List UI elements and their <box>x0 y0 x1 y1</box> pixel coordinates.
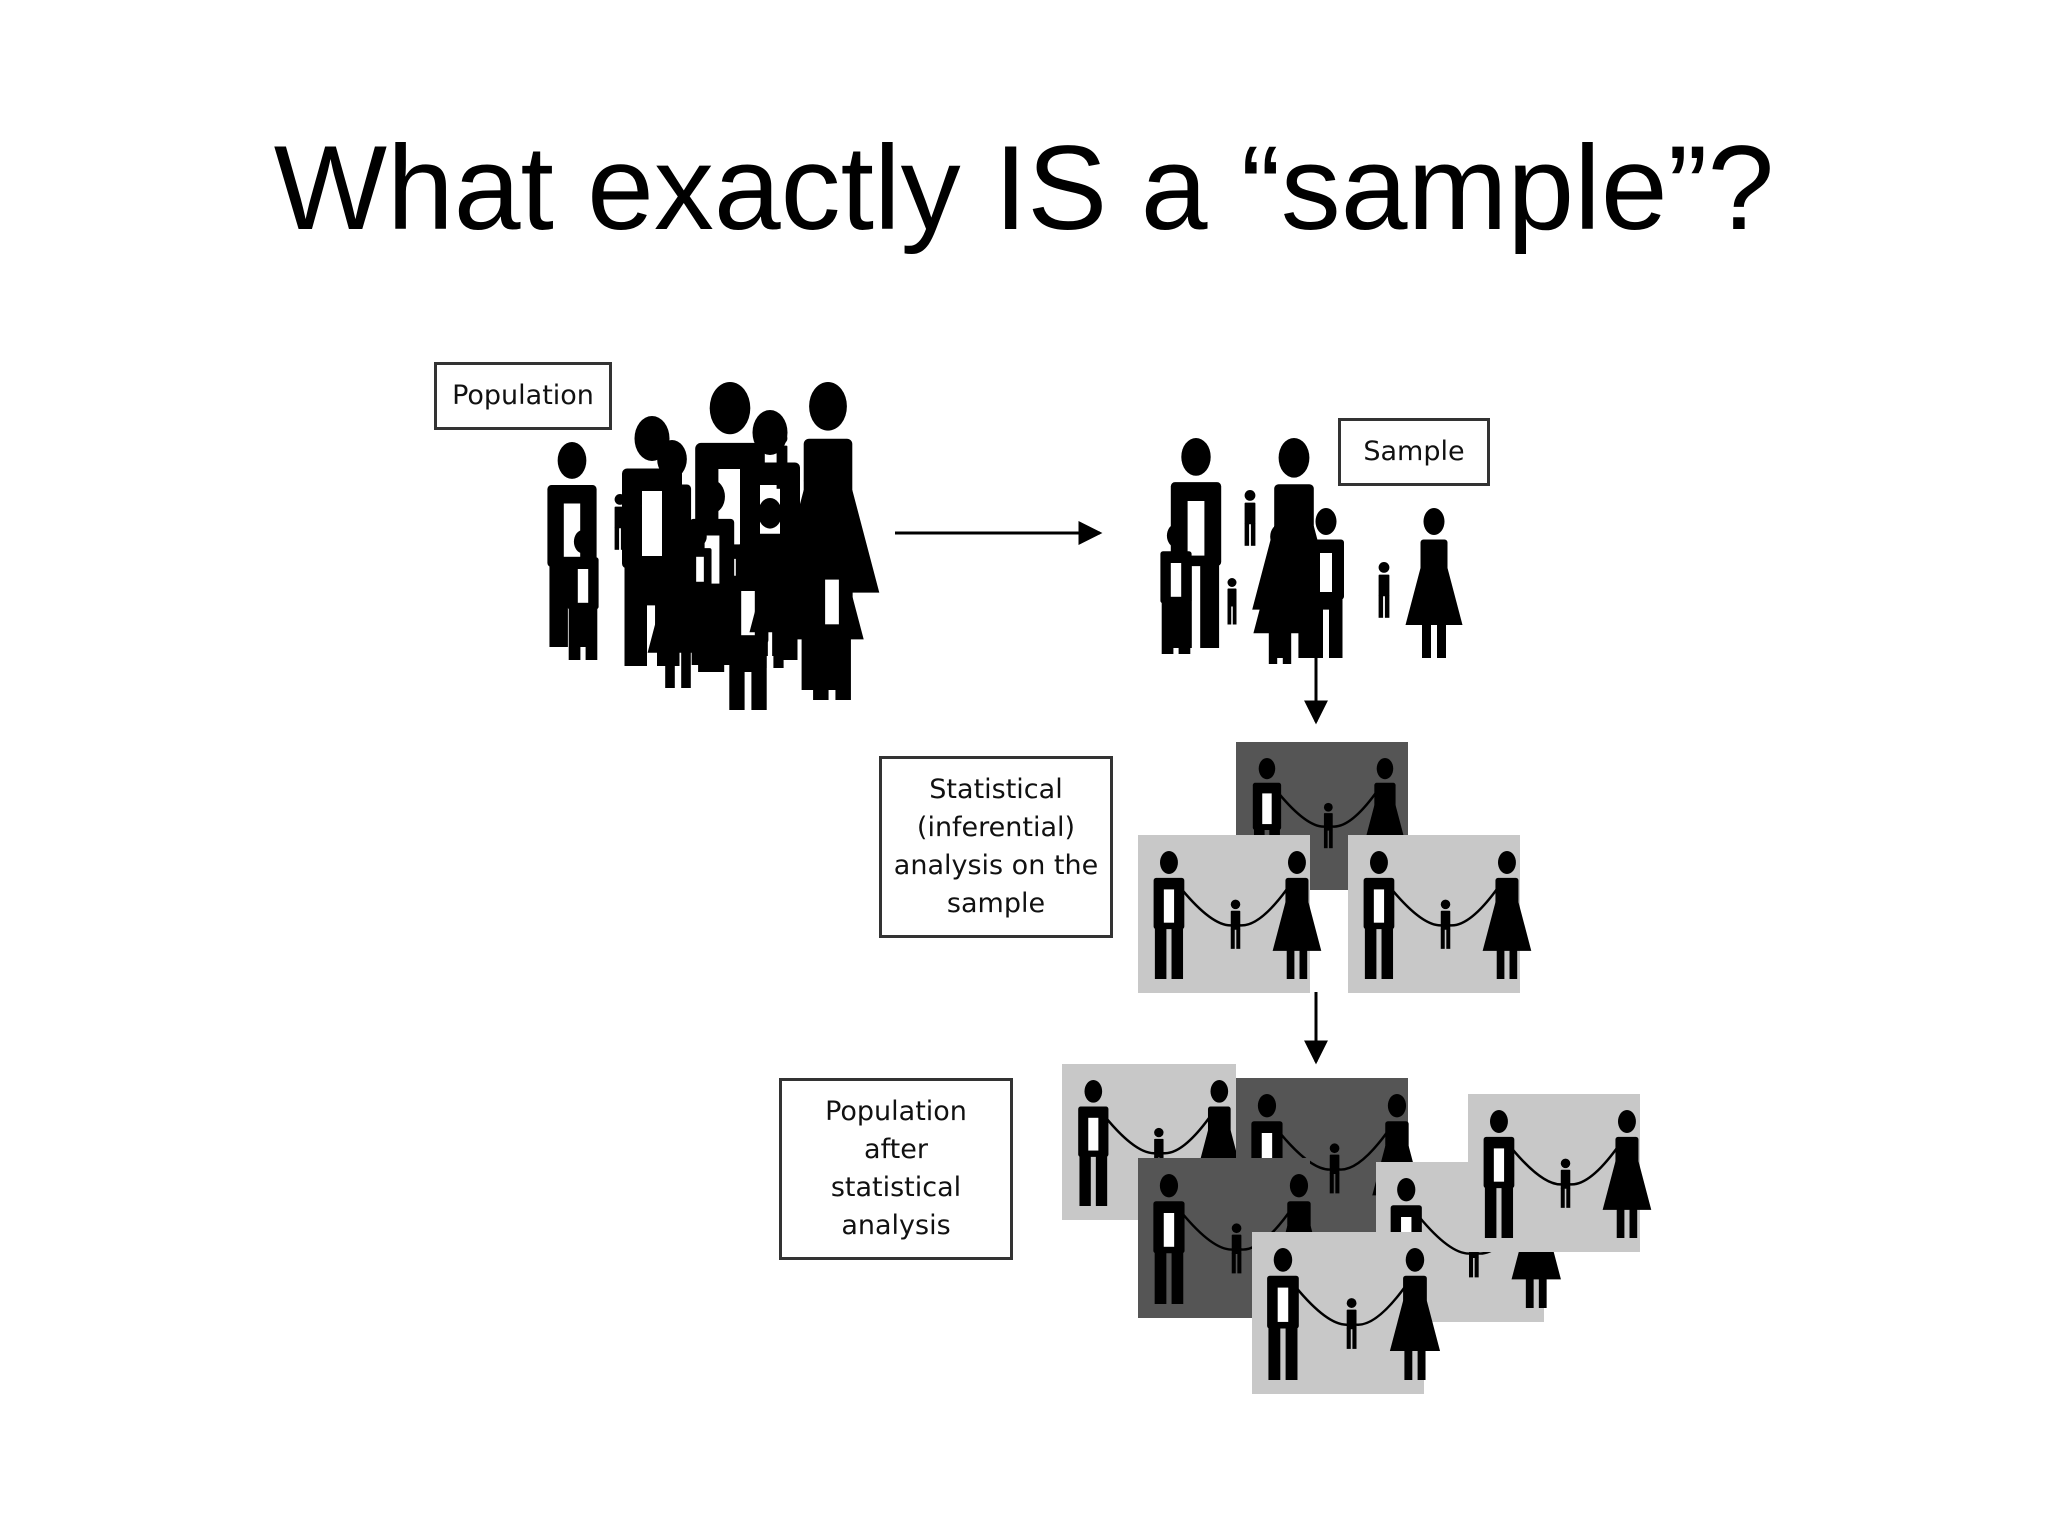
child-icon <box>776 433 788 489</box>
child-icon <box>1329 1143 1340 1194</box>
population-label: Population <box>434 362 612 430</box>
man-icon <box>567 530 599 660</box>
people-figures <box>547 382 1463 710</box>
population-after-label: Population after statistical analysis <box>779 1078 1013 1260</box>
child-icon <box>1440 899 1451 949</box>
child-icon <box>614 494 626 550</box>
child-icon <box>791 594 801 639</box>
man-icon <box>1160 524 1192 654</box>
child-icon <box>1244 490 1256 546</box>
woman-icon <box>1602 1110 1652 1238</box>
family-group <box>1267 1248 1441 1380</box>
man-icon <box>1078 1080 1109 1206</box>
man-icon <box>1483 1110 1515 1238</box>
child-icon <box>1346 1298 1357 1349</box>
man-icon <box>688 528 712 624</box>
slide-title: What exactly IS a “sample”? <box>273 121 1775 255</box>
child-icon <box>634 574 646 630</box>
child-icon <box>1560 1158 1571 1208</box>
analysis-label: Statistical (inferential) analysis on th… <box>879 756 1113 938</box>
woman-icon <box>1272 851 1322 979</box>
family-group <box>1153 851 1322 979</box>
man-icon <box>1363 851 1395 979</box>
family-panels <box>1062 742 1652 1394</box>
woman-icon <box>1389 1248 1441 1380</box>
man-icon <box>1267 1248 1299 1380</box>
family-panel <box>1252 1232 1441 1394</box>
woman-icon <box>1405 508 1463 658</box>
child-icon <box>1227 578 1237 625</box>
family-group <box>1363 851 1532 979</box>
woman-icon <box>749 548 791 656</box>
family-group <box>1483 1110 1652 1238</box>
family-panel <box>1138 835 1322 993</box>
man-icon <box>1308 508 1344 658</box>
sample-label: Sample <box>1338 418 1490 486</box>
child-icon <box>1230 899 1241 949</box>
child-icon <box>1231 1223 1242 1274</box>
man-icon <box>811 528 853 700</box>
man-icon <box>1153 851 1185 979</box>
child-icon <box>1323 802 1333 849</box>
woman-icon <box>1253 524 1307 664</box>
woman-icon <box>1482 851 1532 979</box>
man-icon <box>1153 1174 1185 1304</box>
child-icon <box>1378 562 1390 618</box>
family-panel <box>1468 1094 1652 1252</box>
family-panel <box>1348 835 1532 993</box>
